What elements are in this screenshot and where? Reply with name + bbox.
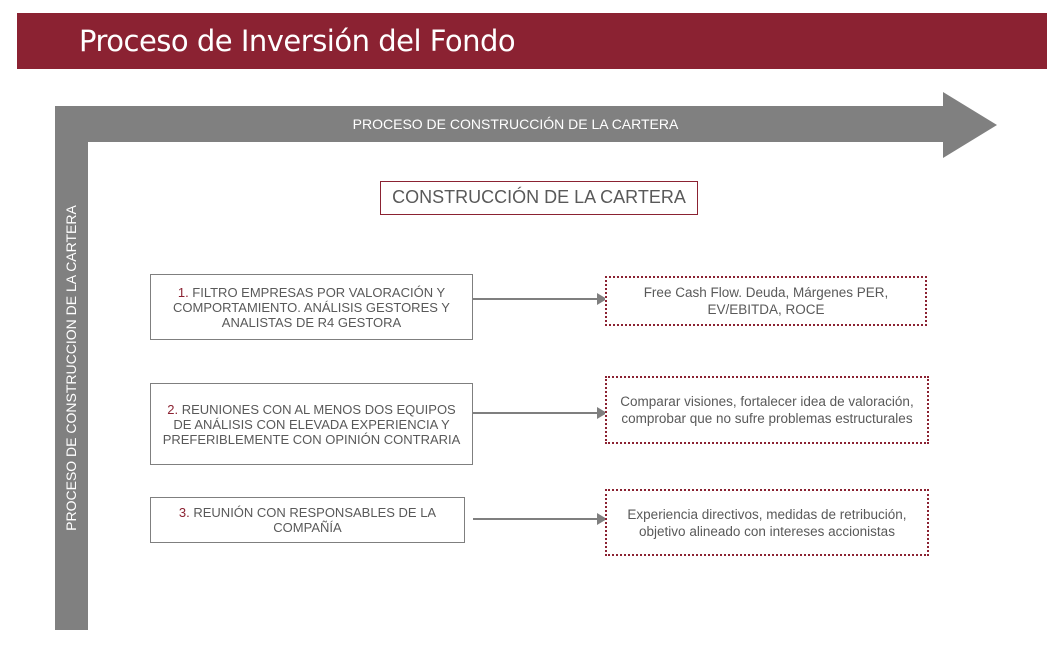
- step-number: 1.: [177, 284, 189, 300]
- step-box-3: 3. REUNIÓN CON RESPONSABLES DE LA COMPAÑ…: [150, 497, 465, 543]
- step-text: REUNIONES CON AL MENOS DOS EQUIPOS DE AN…: [162, 401, 461, 447]
- step-number: 2.: [167, 401, 179, 417]
- vertical-process-label: PROCESO DE CONSTRUCCION DE LA CARTERA: [63, 205, 79, 531]
- step-text: FILTRO EMPRESAS POR VALORACIÓN Y COMPORT…: [173, 284, 450, 330]
- section-title: CONSTRUCCIÓN DE LA CARTERA: [380, 181, 698, 215]
- arrow-head-icon: [943, 92, 997, 158]
- vertical-process-arrow: [55, 106, 88, 630]
- step-box-1: 1. FILTRO EMPRESAS POR VALORACIÓN Y COMP…: [150, 274, 473, 340]
- connector-arrow-2: [473, 407, 607, 419]
- horizontal-process-label: PROCESO DE CONSTRUCCIÓN DE LA CARTERA: [352, 116, 679, 132]
- step-text: REUNIÓN CON RESPONSABLES DE LA COMPAÑÍA: [189, 505, 437, 535]
- note-box-1: Free Cash Flow. Deuda, Márgenes PER, EV/…: [605, 276, 927, 326]
- connector-arrow-3: [473, 513, 607, 525]
- horizontal-process-arrow: [55, 106, 945, 142]
- step-number: 3.: [178, 505, 190, 520]
- note-box-3: Experiencia directivos, medidas de retri…: [605, 489, 929, 556]
- header-banner: Proceso de Inversión del Fondo: [17, 13, 1047, 69]
- note-box-2: Comparar visiones, fortalecer idea de va…: [605, 376, 929, 444]
- connector-arrow-1: [473, 293, 607, 305]
- step-box-2: 2. REUNIONES CON AL MENOS DOS EQUIPOS DE…: [150, 383, 473, 465]
- page-title: Proceso de Inversión del Fondo: [79, 24, 516, 58]
